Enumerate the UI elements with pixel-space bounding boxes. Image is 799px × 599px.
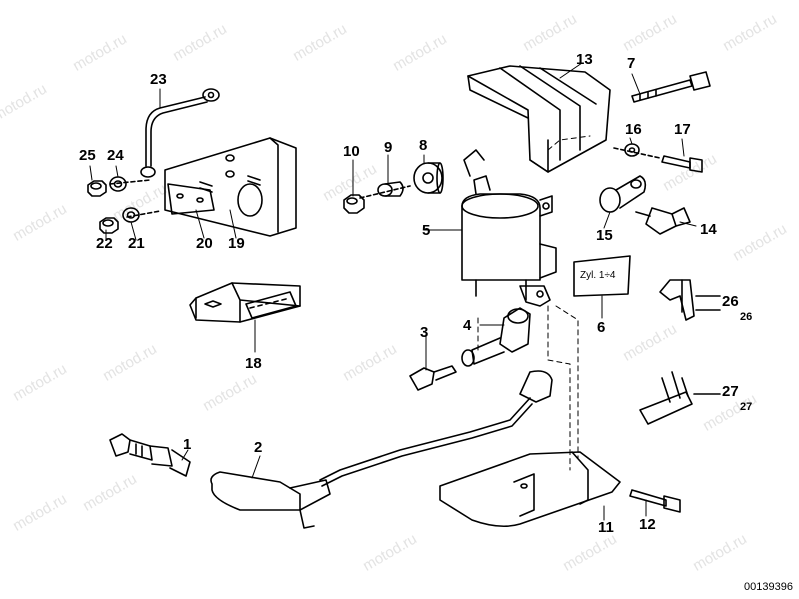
long-bolt [631, 71, 711, 103]
callout-3: 3 [420, 324, 429, 341]
callout-21: 21 [128, 235, 145, 252]
callout-25: 25 [79, 147, 96, 164]
callout-11: 11 [598, 519, 614, 536]
nuts-washers-small [87, 176, 161, 234]
callout-26: 26 [722, 293, 739, 310]
callout-1: 1 [183, 436, 192, 453]
clamp-and-connector [599, 175, 691, 235]
leader-lines [89, 62, 697, 521]
callout-12: 12 [639, 516, 656, 533]
coil-cover [467, 65, 611, 173]
document-number: 00139396 [744, 581, 793, 593]
callout-19: 19 [228, 235, 245, 252]
base-bracket [439, 451, 621, 528]
callout-16: 16 [625, 121, 642, 138]
callout-4: 4 [463, 317, 472, 334]
ignition-coil [461, 149, 557, 307]
terminal-part [639, 371, 721, 425]
small-bolt [629, 489, 681, 513]
callout-15: 15 [596, 227, 613, 244]
callout-9: 9 [384, 139, 393, 156]
mount-hardware [343, 162, 444, 214]
callout-6: 6 [597, 319, 606, 336]
cyl-label: Zyl. 1÷4 [580, 270, 616, 281]
ignition-control-unit [189, 282, 301, 323]
callout-27: 27 [722, 383, 739, 400]
callout-27-sub: 27 [740, 401, 753, 413]
callout-20: 20 [196, 235, 213, 252]
callout-2: 2 [254, 439, 263, 456]
callout-22: 22 [96, 235, 113, 252]
callout-13: 13 [576, 51, 593, 68]
callout-5: 5 [422, 222, 431, 239]
bracket-plate [164, 137, 297, 237]
callout-14: 14 [700, 221, 717, 238]
callout-24: 24 [107, 147, 124, 164]
callout-23: 23 [150, 71, 167, 88]
coil-boot [461, 307, 531, 367]
callout-10: 10 [343, 143, 360, 160]
spark-plug [109, 433, 191, 477]
ground-strap [140, 88, 220, 178]
spark-plug-wire [319, 370, 553, 487]
cyl-label-card: Zyl. 1÷4 [573, 255, 631, 297]
callout-8: 8 [419, 137, 428, 154]
plug-connector [210, 471, 331, 529]
wire-terminal [409, 365, 457, 391]
callout-26-sub: 26 [740, 311, 753, 323]
clip-plate [167, 183, 215, 215]
washer-and-bolt [613, 143, 703, 173]
callout-17: 17 [674, 121, 691, 138]
clip-part [659, 279, 721, 321]
callout-18: 18 [245, 355, 262, 372]
routing-lines [477, 135, 591, 471]
callout-7: 7 [627, 55, 636, 72]
